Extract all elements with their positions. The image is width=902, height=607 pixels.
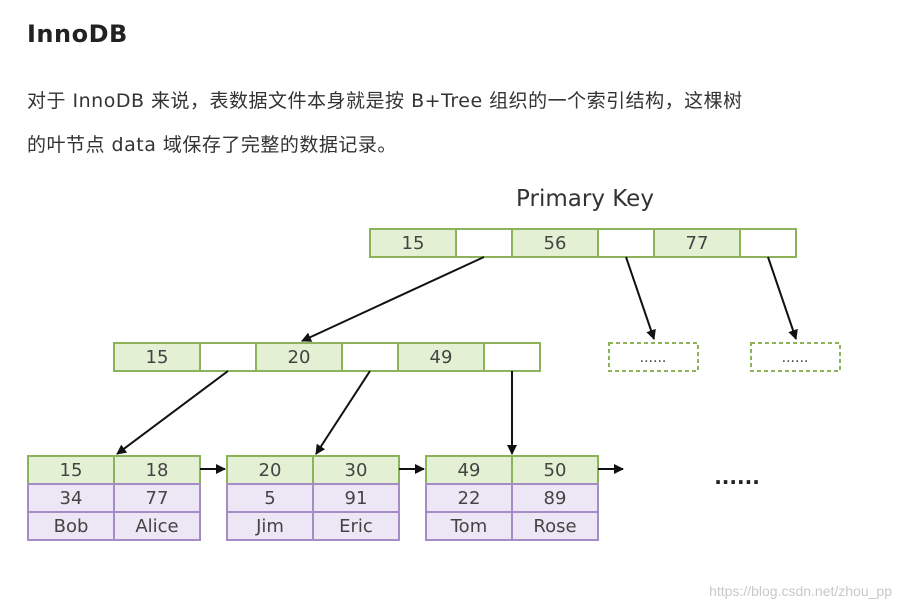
pointer-arrow (625, 256, 656, 340)
leaf-name-label: Bob (54, 516, 89, 537)
leaf-key-label: 49 (458, 460, 481, 481)
leaf-key-cell (425, 455, 513, 485)
diagram-title: Primary Key (516, 186, 654, 212)
leaf-key-cell (226, 455, 314, 485)
leaf-value-label: 22 (458, 488, 481, 509)
leaf-name-label: Jim (255, 516, 284, 537)
placeholder-dots: ...... (782, 350, 809, 366)
internal-key-label: 15 (146, 347, 169, 368)
leaf-node: 49 50 22 89 Tom Rose (425, 455, 599, 541)
leaf-value-label: 77 (146, 488, 169, 509)
internal-key-cell (255, 342, 343, 372)
leaf-name-label: Eric (339, 516, 373, 537)
root-pointer-cell (739, 228, 797, 258)
pointer-arrow (767, 256, 798, 340)
watermark: https://blog.csdn.net/zhou_pp (709, 583, 892, 599)
leaf-value-label: 89 (544, 488, 567, 509)
leaf-key-label: 30 (345, 460, 368, 481)
leaf-data-cell (312, 511, 400, 541)
leaf-name-label: Alice (135, 516, 178, 537)
pointer-arrow (301, 256, 485, 342)
root-pointer-cell (597, 228, 655, 258)
leaf-key-cell (113, 455, 201, 485)
leaf-key-label: 15 (60, 460, 83, 481)
root-key-cell (511, 228, 599, 258)
leaf-name-label: Rose (533, 516, 576, 537)
leaf-node: 15 18 34 77 Bob Alice (27, 455, 201, 541)
leaf-node: 20 30 5 91 Jim Eric (226, 455, 400, 541)
dashed-node-box (750, 342, 841, 372)
leaf-data-cell (226, 511, 314, 541)
placeholder-node: ...... (750, 342, 841, 372)
placeholder-dots: ...... (640, 350, 667, 366)
leaf-key-cell (312, 455, 400, 485)
section-heading: InnoDB (27, 20, 128, 48)
placeholder-node: ...... (608, 342, 699, 372)
internal-pointer-cell (483, 342, 541, 372)
root-key-cell (653, 228, 741, 258)
leaf-data-cell (425, 511, 513, 541)
pointer-arrow (315, 370, 371, 455)
root-node: 15 56 77 (369, 228, 797, 258)
root-pointer-cell (455, 228, 513, 258)
dashed-node-box (608, 342, 699, 372)
continuation-dots: ...... (714, 465, 760, 489)
internal-key-label: 49 (430, 347, 453, 368)
leaf-data-cell (511, 511, 599, 541)
leaf-key-label: 20 (259, 460, 282, 481)
root-key-label: 77 (686, 233, 709, 254)
internal-pointer-cell (341, 342, 399, 372)
leaf-value-label: 91 (345, 488, 368, 509)
internal-key-cell (397, 342, 485, 372)
pointer-arrow (116, 370, 229, 455)
root-key-label: 15 (402, 233, 425, 254)
pointer-arrows (116, 256, 798, 474)
leaf-value-label: 34 (60, 488, 83, 509)
leaf-name-label: Tom (450, 516, 487, 537)
leaf-key-label: 18 (146, 460, 169, 481)
root-key-label: 56 (544, 233, 567, 254)
leaf-key-label: 50 (544, 460, 567, 481)
paragraph-line-2: 的叶节点 data 域保存了完整的数据记录。 (27, 134, 397, 156)
internal-pointer-cell (199, 342, 257, 372)
leaf-value-label: 5 (264, 488, 275, 509)
leaf-data-cell (27, 483, 115, 513)
internal-node: 15 20 49 (113, 342, 541, 372)
internal-key-label: 20 (288, 347, 311, 368)
leaf-data-cell (113, 511, 201, 541)
paragraph-line-1: 对于 InnoDB 来说，表数据文件本身就是按 B+Tree 组织的一个索引结构… (27, 90, 743, 112)
